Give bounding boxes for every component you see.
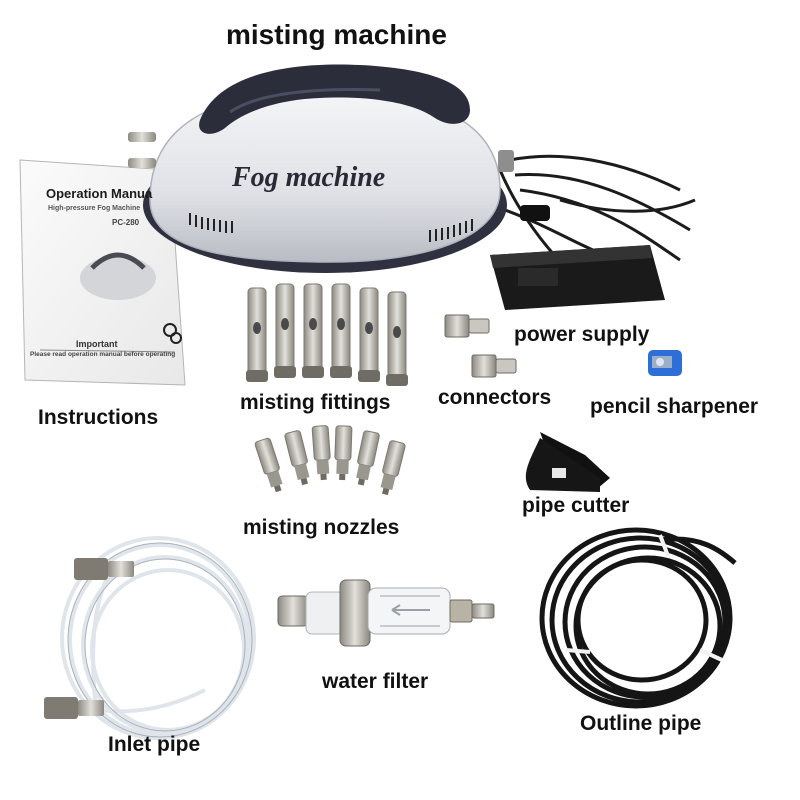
machine-handle <box>199 64 471 134</box>
misting-nozzles <box>254 425 406 496</box>
outlet-port-top <box>128 132 156 142</box>
label-pipe-cutter: pipe cutter <box>522 494 630 517</box>
fog-machine <box>128 64 514 273</box>
outline-pipe <box>539 527 737 709</box>
vent-left <box>189 213 233 233</box>
power-adapter <box>490 245 665 310</box>
device-brand-text: Fog machine <box>232 162 386 193</box>
label-inlet-pipe: Inlet pipe <box>108 733 201 756</box>
label-pencil-sharpener: pencil sharpener <box>590 395 759 418</box>
inlet-pipe <box>60 536 256 740</box>
misting-fittings <box>246 283 408 386</box>
pipe-cutter <box>525 432 610 492</box>
manual-heading: Operation Manua <box>46 186 153 201</box>
label-power-supply: power supply <box>514 323 650 346</box>
label-misting-nozzles: misting nozzles <box>243 516 400 539</box>
label-misting-fittings: misting fittings <box>240 391 391 414</box>
inlet-pipe-outline <box>67 542 253 738</box>
connectors <box>444 314 517 378</box>
label-outline-pipe: Outline pipe <box>580 712 702 735</box>
outline-pipe-ties <box>565 534 723 662</box>
title: misting machine <box>226 19 447 50</box>
inlet-connector-top <box>74 558 134 580</box>
manual-model: PC-280 <box>112 218 140 227</box>
water-filter <box>277 579 495 647</box>
manual-important: Important <box>76 339 118 349</box>
manual-note: Please read operation manual before oper… <box>30 351 176 358</box>
label-connectors: connectors <box>438 386 552 409</box>
label-water-filter: water filter <box>322 670 429 693</box>
outlet-port-bottom <box>128 158 156 168</box>
inlet-connector-bottom <box>44 697 104 719</box>
label-instructions: Instructions <box>38 406 159 429</box>
vent-right <box>429 219 473 242</box>
manual-machine-image <box>80 256 156 300</box>
manual-subheading: High-pressure Fog Machine <box>48 205 141 212</box>
pencil-sharpener <box>648 350 682 376</box>
power-port <box>498 150 514 172</box>
inline-switch <box>520 205 550 221</box>
operation-manual <box>19 159 186 386</box>
